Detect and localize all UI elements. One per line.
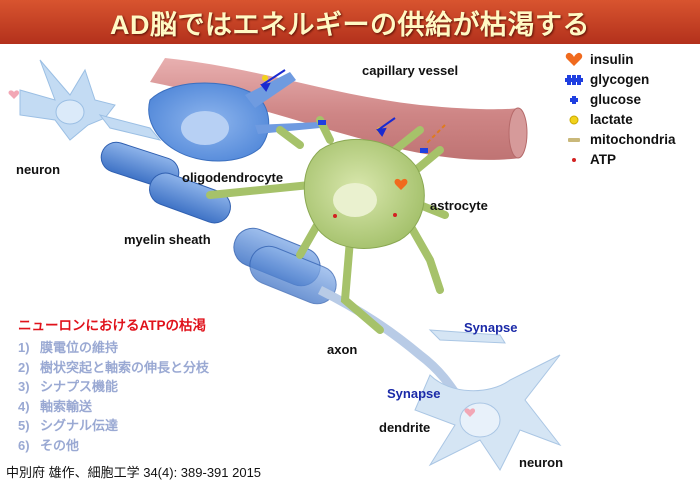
citation: 中別府 雄作、細胞工学 34(4): 389-391 2015	[6, 465, 262, 480]
list-item: 2)樹状突起と軸索の伸長と分枝	[18, 359, 210, 375]
label-neuron-left: neuron	[16, 162, 61, 177]
neuron-left	[19, 59, 162, 141]
mitochondria-icon	[568, 138, 580, 142]
heart-icon	[565, 52, 583, 66]
capillary-vessel	[150, 58, 528, 160]
astrocyte	[206, 116, 449, 334]
glucose-icon	[570, 96, 578, 104]
neuron-right	[414, 329, 562, 471]
oligodendrocyte	[148, 72, 320, 162]
transport-arrows	[260, 69, 446, 146]
cell-diagram	[8, 58, 562, 471]
atp-depletion-list: ニューロンにおけるATPの枯渇 1)膜電位の維持 2)樹状突起と軸索の伸長と分枝…	[18, 314, 209, 456]
label-synapse-bottom: Synapse	[387, 386, 441, 401]
atp-depletion-title: ニューロンにおけるATPの枯渇	[18, 318, 206, 333]
label-oligodendrocyte: oligodendrocyte	[182, 170, 284, 185]
label-capillary-vessel: capillary vessel	[362, 63, 459, 78]
page-title: AD脳ではエネルギーの供給が枯渇する	[110, 10, 590, 40]
lactate-icon	[569, 115, 579, 125]
title-bar	[0, 0, 700, 44]
list-item: 4)軸索輸送	[18, 398, 93, 414]
label-dendrite: dendrite	[379, 420, 431, 435]
label-astrocyte: astrocyte	[430, 198, 488, 213]
myelin-sheath	[100, 141, 337, 305]
label-axon: axon	[327, 342, 358, 357]
list-item: 6)その他	[18, 437, 80, 453]
label-neuron-right: neuron	[519, 455, 564, 470]
list-item: 5)シグナル伝達	[18, 418, 119, 434]
list-item: 3)シナプス機能	[18, 379, 119, 395]
label-synapse-top: Synapse	[464, 320, 518, 335]
atp-icon	[572, 158, 576, 162]
glycogen-icon	[565, 75, 583, 85]
list-item: 1)膜電位の維持	[18, 340, 119, 355]
label-myelin-sheath: myelin sheath	[124, 232, 211, 247]
